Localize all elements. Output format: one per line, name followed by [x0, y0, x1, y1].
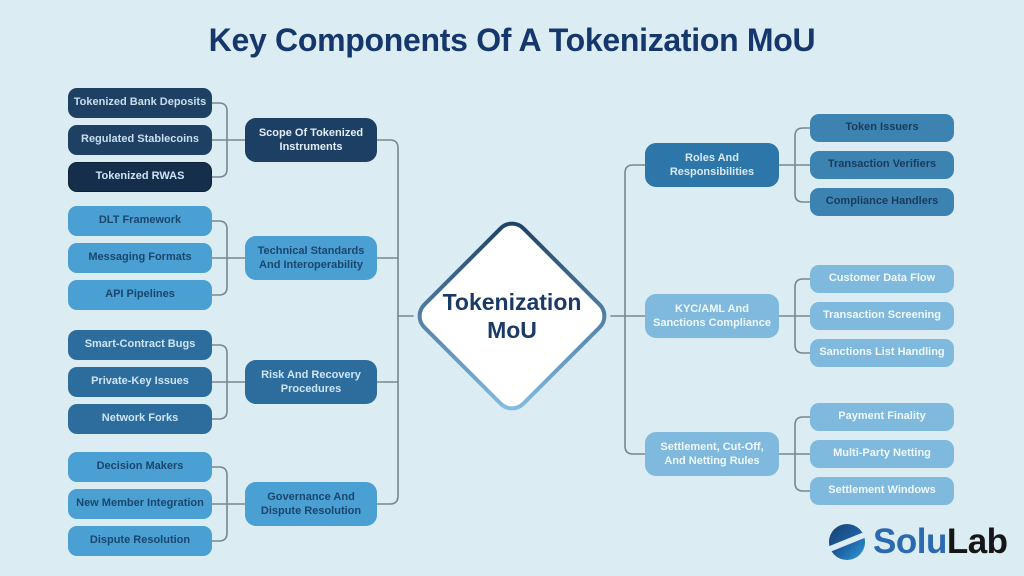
leaf-payment-finality: Payment Finality: [810, 403, 954, 431]
branch-kyc-aml-sanctions: KYC/AML And Sanctions Compliance: [645, 294, 779, 338]
leaf-dlt-framework: DLT Framework: [68, 206, 212, 236]
leaf-decision-makers: Decision Makers: [68, 452, 212, 482]
leaf-settlement-windows: Settlement Windows: [810, 477, 954, 505]
leaf-new-member-integration: New Member Integration: [68, 489, 212, 519]
page-title: Key Components Of A Tokenization MoU: [208, 22, 816, 58]
leaf-api-pipelines: API Pipelines: [68, 280, 212, 310]
leaf-regulated-stablecoins: Regulated Stablecoins: [68, 125, 212, 155]
leaf-private-key-issues: Private-Key Issues: [68, 367, 212, 397]
leaf-smart-contract-bugs: Smart-Contract Bugs: [68, 330, 212, 360]
leaf-tokenized-bank-deposits: Tokenized Bank Deposits: [68, 88, 212, 118]
solulab-logo: SoluLab: [828, 520, 1008, 564]
branch-roles-and-responsibilities: Roles And Responsibilities: [645, 143, 779, 187]
leaf-token-issuers: Token Issuers: [810, 114, 954, 142]
branch-risk-and-recovery: Risk And Recovery Procedures: [245, 360, 377, 404]
branch-settlement-netting-rules: Settlement, Cut-Off, And Netting Rules: [645, 432, 779, 476]
logo-text-lab: Lab: [946, 522, 1008, 561]
solulab-logo-icon: [828, 523, 866, 561]
leaf-transaction-screening: Transaction Screening: [810, 302, 954, 330]
leaf-transaction-verifiers: Transaction Verifiers: [810, 151, 954, 179]
leaf-network-forks: Network Forks: [68, 404, 212, 434]
leaf-sanctions-list-handling: Sanctions List Handling: [810, 339, 954, 367]
logo-text-solu: Solu: [873, 522, 947, 561]
leaf-tokenized-rwas: Tokenized RWAS: [68, 162, 212, 192]
branch-governance-dispute-resolution: Governance And Dispute Resolution: [245, 482, 377, 526]
center-diamond: [417, 221, 607, 411]
leaf-messaging-formats: Messaging Formats: [68, 243, 212, 273]
leaf-compliance-handlers: Compliance Handlers: [810, 188, 954, 216]
leaf-dispute-resolution: Dispute Resolution: [68, 526, 212, 556]
leaf-customer-data-flow: Customer Data Flow: [810, 265, 954, 293]
branch-scope-of-tokenized-instruments: Scope Of Tokenized Instruments: [245, 118, 377, 162]
solulab-logo-text: SoluLab: [873, 522, 1008, 562]
center-node-label: Tokenization MoU: [442, 288, 582, 343]
leaf-multi-party-netting: Multi-Party Netting: [810, 440, 954, 468]
branch-technical-standards: Technical Standards And Interoperability: [245, 236, 377, 280]
